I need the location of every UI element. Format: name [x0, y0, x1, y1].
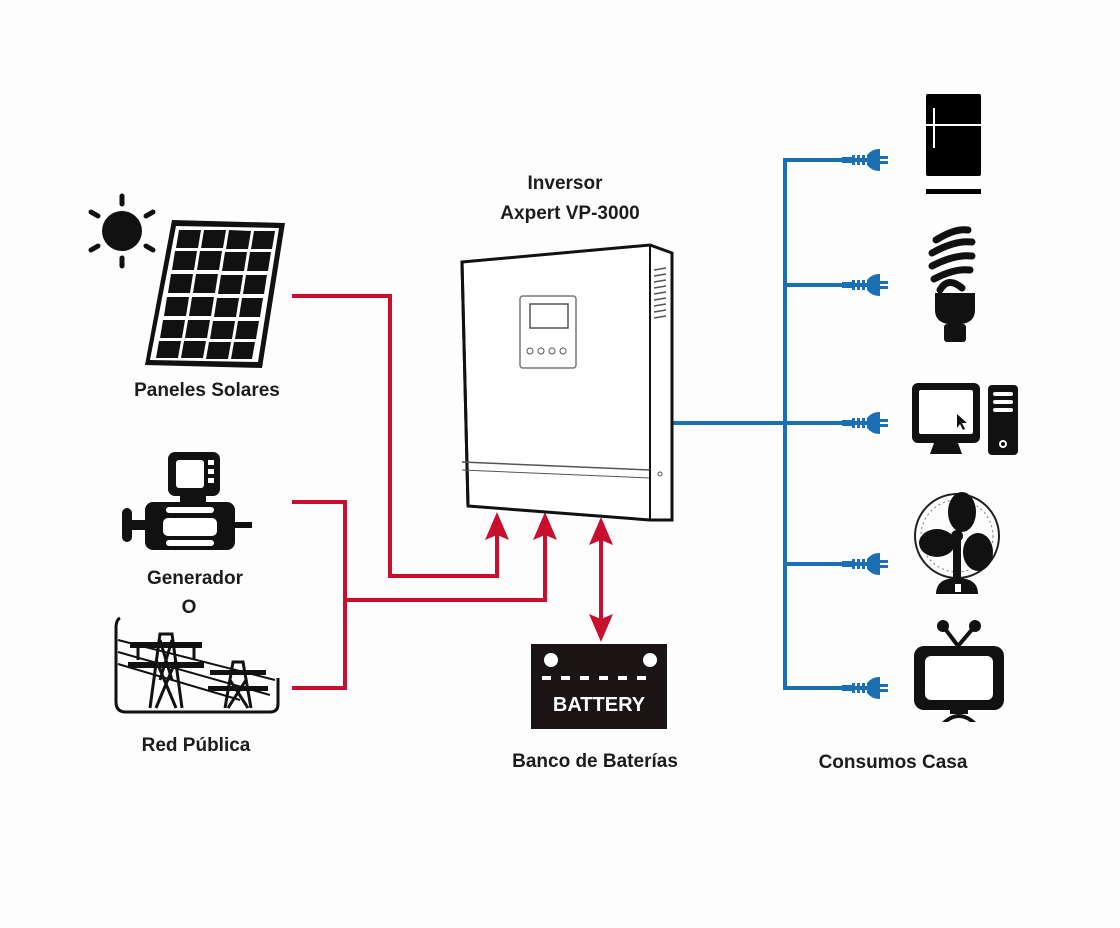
plug-icon — [842, 553, 888, 575]
arrow-up-icon — [485, 512, 509, 540]
plug-icon — [842, 412, 888, 434]
battery-text: BATTERY — [553, 694, 646, 716]
grid-junction-line — [345, 520, 547, 602]
sun-icon — [88, 193, 156, 269]
load-connections — [672, 158, 842, 690]
power-tower-icon — [114, 616, 280, 714]
inverter-button — [548, 347, 556, 355]
fan-icon — [914, 492, 1000, 594]
computer-icon — [912, 383, 1018, 455]
battery-bank-label: Banco de Baterías — [512, 751, 678, 772]
inverter-title: Inversor — [527, 173, 603, 194]
inverter-button — [526, 347, 534, 355]
generator-icon — [122, 452, 252, 550]
plugs — [842, 149, 888, 699]
inverter-button — [537, 347, 545, 355]
loads-label: Consumos Casa — [818, 752, 968, 773]
generator-line — [292, 500, 347, 690]
solar-panel-icon — [145, 220, 285, 368]
arrow-up-icon — [589, 517, 613, 545]
inverter-icon — [460, 243, 674, 522]
light-bulb-icon — [928, 226, 976, 342]
grid-label: Red Pública — [141, 735, 251, 756]
plug-icon — [842, 274, 888, 296]
battery-icon: BATTERY — [531, 644, 667, 729]
arrow-heads — [485, 512, 613, 642]
plug-icon — [842, 677, 888, 699]
solar-label: Paneles Solares — [134, 380, 280, 401]
plug-icon — [842, 149, 888, 171]
or-separator: O — [181, 597, 197, 618]
inverter-button — [559, 347, 567, 355]
arrow-up-icon — [533, 512, 557, 540]
television-icon — [914, 620, 1004, 722]
arrow-down-icon — [589, 614, 613, 642]
source-connections — [292, 294, 603, 690]
inverter-model: Axpert VP-3000 — [500, 203, 640, 224]
solar-line — [292, 294, 499, 578]
refrigerator-icon — [926, 94, 981, 194]
generator-label: Generador — [146, 568, 244, 589]
